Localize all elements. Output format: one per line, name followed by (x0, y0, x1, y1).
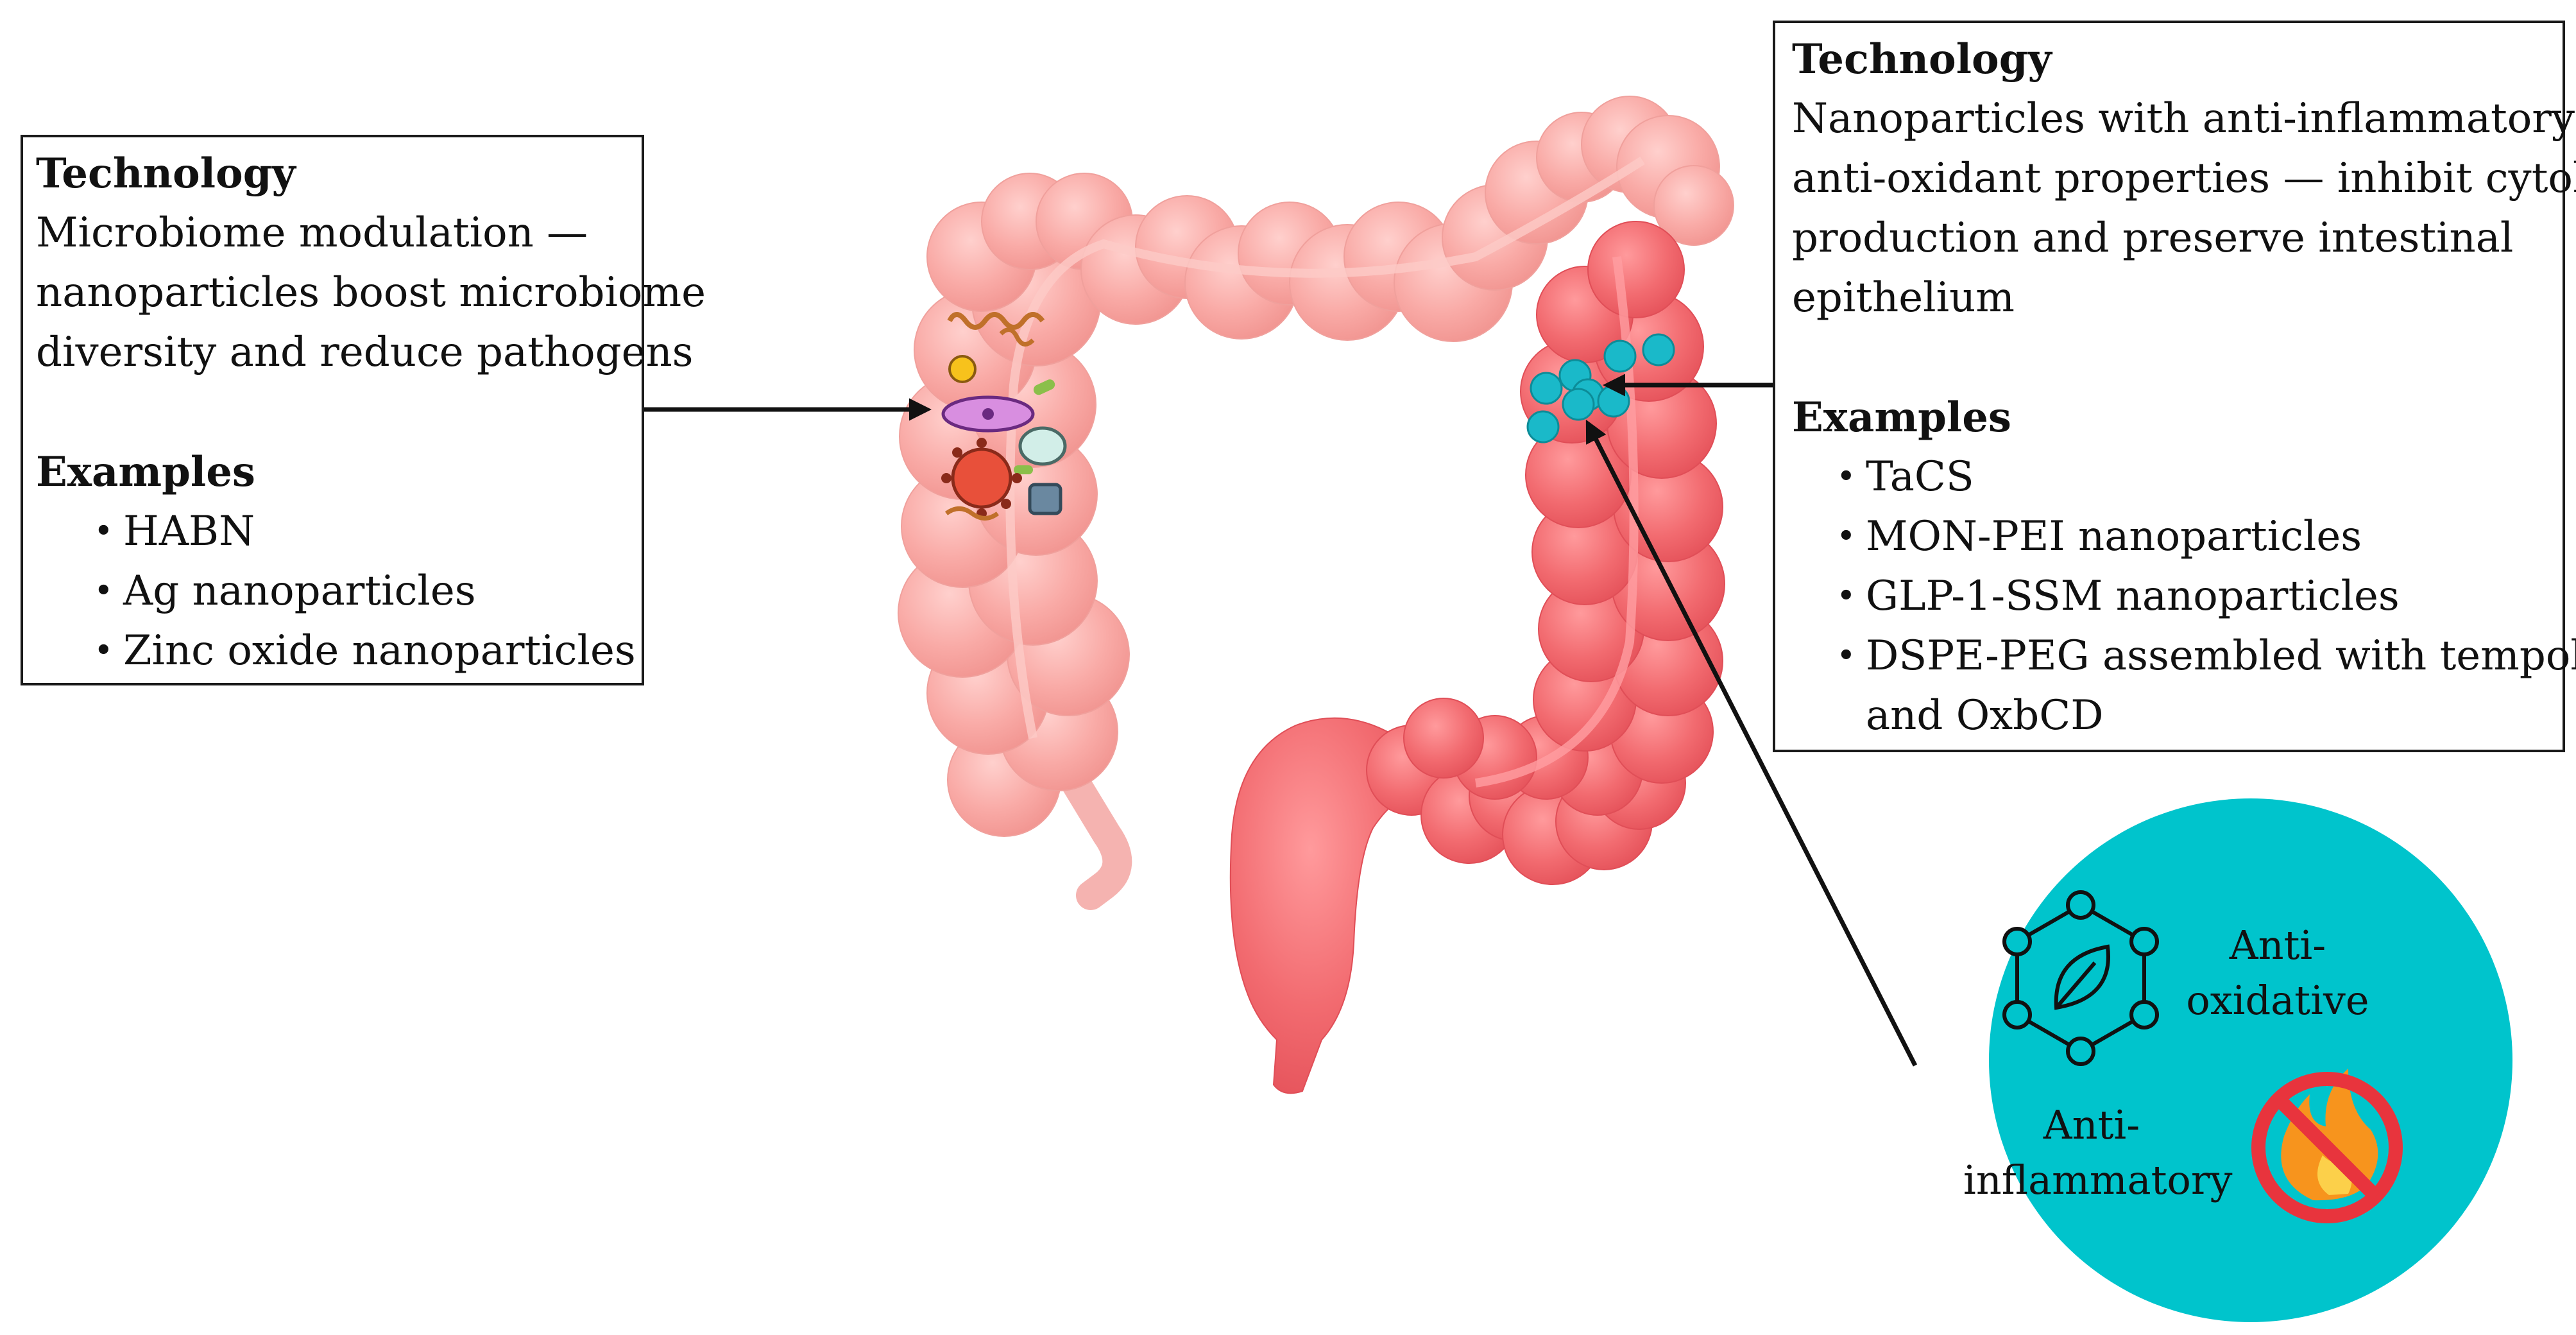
list-item: DSPE-PEG assembled with tempol (1836, 626, 2576, 686)
list-item: Ag nanoparticles (94, 562, 630, 621)
microbiome-technology-box: Technology Microbiome modulation — nanop… (21, 135, 706, 685)
list-item: Zinc oxide nanoparticles (94, 621, 636, 681)
right-description-line: epithelium (1792, 274, 2015, 322)
list-item: MON-PEI nanoparticles (1836, 507, 2551, 567)
right-description-line: Nanoparticles with anti-inflammatory and (1792, 95, 2576, 142)
antioxidative-line: oxidative (2186, 977, 2369, 1024)
right-examples-list: TaCS MON-PEI nanoparticles GLP-1-SSM nan… (1792, 447, 2576, 746)
right-description-line: anti-oxidant properties — inhibit cytoki… (1792, 155, 2576, 202)
left-examples-heading: Examples (36, 448, 255, 496)
antioxidative-label: Anti- oxidative (2181, 918, 2374, 1028)
left-description-line: diversity and reduce pathogens (36, 329, 694, 376)
antiinflammatory-label: Anti- inflammatory (1963, 1098, 2233, 1208)
left-examples-list: HABN Ag nanoparticles Zinc oxide nanopar… (36, 502, 636, 681)
arrows (644, 374, 1918, 1067)
antioxidative-line: Anti- (2229, 922, 2326, 969)
list-item: TaCS (1836, 447, 2551, 507)
right-examples-heading: Examples (1792, 393, 2011, 442)
antiinflammatory-line: Anti- (2043, 1101, 2140, 1148)
right-description-line: production and preserve intestinal (1792, 214, 2514, 262)
properties-circle (1989, 798, 2512, 1322)
list-item: HABN (94, 502, 630, 562)
left-technology-heading: Technology (36, 150, 296, 198)
colon-light (898, 96, 1734, 910)
microbe-icon (941, 312, 1067, 521)
no-fire-icon (2251, 1069, 2403, 1223)
left-description-line: nanoparticles boost microbiome (36, 269, 706, 316)
anti-inflammatory-technology-box: Technology Nanoparticles with anti-infla… (1773, 21, 2576, 752)
hexagon-leaf-icon (2002, 890, 2159, 1066)
right-technology-heading: Technology (1792, 35, 2052, 83)
left-description-line: Microbiome modulation — (36, 209, 588, 257)
list-item-continuation: and OxbCD (1866, 692, 2104, 739)
list-item: GLP-1-SSM nanoparticles (1836, 567, 2551, 626)
antiinflammatory-line: inflammatory (1963, 1157, 2233, 1203)
